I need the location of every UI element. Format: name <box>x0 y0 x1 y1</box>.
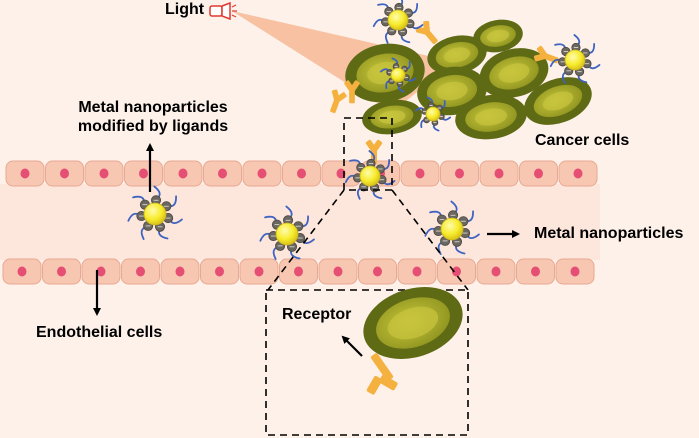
endothelial-cell <box>163 160 203 187</box>
receptor-group <box>330 20 559 164</box>
endothelial-nucleus <box>57 266 66 277</box>
endothelial-row-top <box>5 160 598 187</box>
nanoparticle-icon <box>127 185 183 240</box>
endothelial-nucleus <box>178 168 188 179</box>
nanoparticle-icon <box>372 0 424 44</box>
endothelial-cell <box>397 258 437 285</box>
zoomed-receptor <box>366 353 398 395</box>
endothelial-nucleus <box>218 168 227 179</box>
endothelial-row-bottom <box>2 258 595 285</box>
endothelial-nucleus <box>257 168 267 179</box>
endothelial-cell <box>279 258 318 285</box>
endothelial-nucleus <box>60 168 69 179</box>
endothelial-cell <box>203 160 242 187</box>
endothelial-nucleus <box>254 266 264 277</box>
endothelial-nucleus <box>136 266 145 277</box>
endothelial-nucleus <box>412 266 422 277</box>
endothelial-cell <box>5 160 45 187</box>
endothelial-nucleus <box>20 168 30 179</box>
endothelial-cell <box>239 258 279 285</box>
zoom-line-right <box>391 189 469 291</box>
endothelial-cell <box>555 258 595 285</box>
zoomed-cancer-cell <box>363 287 463 359</box>
endothelial-nucleus <box>175 266 185 277</box>
receptor <box>330 89 347 114</box>
zoom-source-box <box>343 117 393 191</box>
zoom-line-left <box>267 189 345 291</box>
endothelial-cell <box>476 258 516 285</box>
nanoparticle-icon <box>259 205 315 260</box>
endothelial-nucleus <box>99 168 109 179</box>
endothelial-cells-label: Endothelial cells <box>36 324 163 341</box>
endothelial-nucleus <box>491 266 501 277</box>
receptor <box>344 80 360 104</box>
endothelial-nucleus <box>373 266 382 277</box>
endothelial-cell <box>2 258 42 285</box>
light-label: Light <box>165 1 205 18</box>
endothelial-nucleus <box>333 266 343 277</box>
endothelial-nucleus <box>452 266 461 277</box>
cancer-cell <box>473 19 523 53</box>
endothelial-cell <box>318 258 358 285</box>
endothelial-cell <box>121 258 160 285</box>
endothelial-nucleus <box>139 168 148 179</box>
cancer-cell <box>427 35 487 75</box>
nanoparticle-icon <box>549 34 601 84</box>
endothelial-nucleus <box>573 168 583 179</box>
endothelial-nucleus <box>531 266 540 277</box>
cancer-cell <box>455 94 527 140</box>
endothelial-nucleus <box>96 266 106 277</box>
endothelial-cell <box>160 258 200 285</box>
endothelial-nucleus <box>494 168 504 179</box>
ligand-np-label: Metal nanoparticles modified by ligands <box>68 98 238 136</box>
endothelial-nucleus <box>17 266 27 277</box>
endothelial-nucleus <box>297 168 306 179</box>
cancer-cell <box>362 99 422 135</box>
endothelial-cell <box>437 258 476 285</box>
endothelial-cell <box>282 160 321 187</box>
endothelial-cell <box>321 160 361 187</box>
metal-np-label: Metal nanoparticles <box>534 225 684 242</box>
endothelial-cell <box>200 258 239 285</box>
endothelial-cell <box>45 160 84 187</box>
nanoparticle-icon <box>414 96 452 132</box>
cancer-cell-cluster <box>345 19 592 140</box>
receptor-label: Receptor <box>282 306 352 323</box>
endothelial-nucleus <box>294 266 303 277</box>
endothelial-nucleus <box>570 266 580 277</box>
endothelial-cell <box>358 258 397 285</box>
endothelial-cell <box>242 160 282 187</box>
ligand-np-label-line1: Metal nanoparticles <box>78 99 228 116</box>
endothelial-nucleus <box>455 168 464 179</box>
cancer-cell <box>479 48 549 98</box>
endothelial-nucleus <box>415 168 425 179</box>
endothelial-cell <box>84 160 124 187</box>
endothelial-cell <box>124 160 163 187</box>
cancer-cell <box>524 77 592 125</box>
receptor <box>415 20 438 45</box>
endothelial-cell <box>440 160 479 187</box>
endothelial-cell <box>400 160 440 187</box>
endothelial-cell <box>42 258 81 285</box>
endothelial-cell <box>519 160 558 187</box>
nanoparticle-icon <box>379 57 417 93</box>
nanoparticle-icon <box>424 200 480 255</box>
endothelial-nucleus <box>534 168 543 179</box>
endothelial-cell <box>81 258 121 285</box>
endothelial-cell <box>479 160 519 187</box>
cancer-cells-label: Cancer cells <box>535 132 630 149</box>
endothelial-nucleus <box>215 266 224 277</box>
flashlight-icon <box>209 1 237 21</box>
arrow-receptor <box>341 335 363 357</box>
endothelial-cell <box>558 160 598 187</box>
endothelial-cell <box>516 258 555 285</box>
ligand-np-label-line2: modified by ligands <box>77 118 229 135</box>
